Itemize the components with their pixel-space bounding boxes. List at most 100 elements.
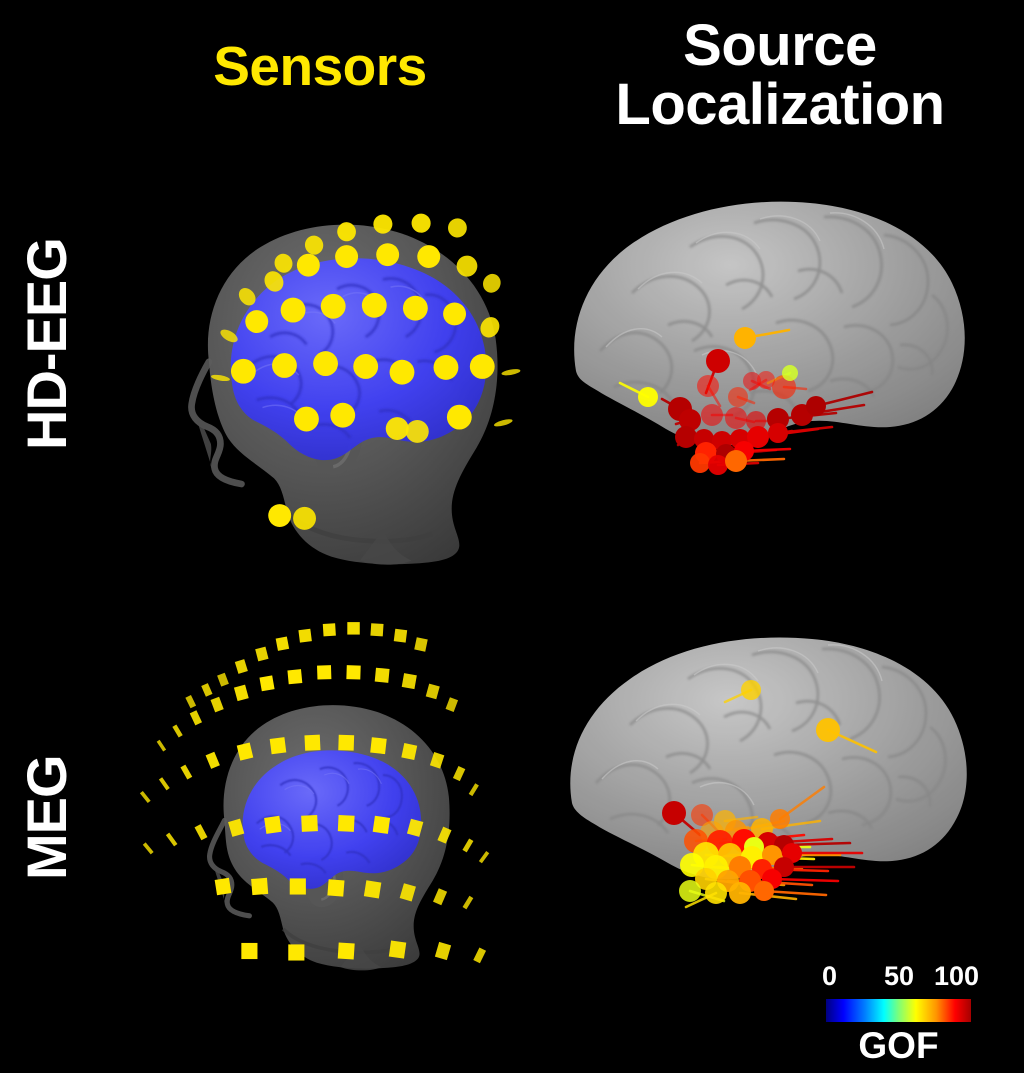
dipole-marker bbox=[705, 882, 727, 904]
eeg-electrode bbox=[245, 310, 269, 334]
eeg-electrode bbox=[304, 235, 324, 255]
meg-sensor bbox=[185, 695, 197, 709]
column-header-sensors: Sensors bbox=[213, 35, 427, 97]
dipole-marker bbox=[770, 809, 790, 829]
meg-sensor bbox=[201, 683, 213, 697]
meg-sensor bbox=[406, 818, 424, 837]
column-header-source-localization: Source Localization bbox=[615, 13, 945, 138]
eeg-electrode bbox=[274, 253, 293, 273]
eeg-electrode bbox=[353, 354, 379, 379]
meg-sensor bbox=[473, 947, 487, 964]
eeg-electrode bbox=[268, 504, 292, 527]
sensor-array-hdeeg bbox=[211, 213, 521, 530]
eeg-electrode bbox=[293, 506, 316, 530]
meg-sensor bbox=[236, 742, 254, 761]
dipole-marker bbox=[728, 387, 748, 407]
meg-sensor bbox=[259, 675, 275, 692]
eeg-electrode bbox=[405, 419, 429, 443]
meg-sensor bbox=[301, 814, 318, 832]
meg-sensor bbox=[393, 628, 408, 643]
meg-sensor bbox=[338, 734, 355, 751]
eeg-electrode bbox=[482, 273, 501, 293]
meg-sensor bbox=[180, 764, 193, 780]
meg-sensor bbox=[462, 895, 474, 910]
meg-sensor bbox=[289, 878, 306, 895]
meg-sensor bbox=[214, 877, 232, 896]
eeg-electrode bbox=[238, 288, 256, 306]
meg-sensor bbox=[189, 710, 203, 726]
dipole-marker bbox=[768, 423, 788, 443]
meg-sensor bbox=[264, 815, 282, 834]
eeg-electrode bbox=[411, 213, 431, 233]
meg-sensor bbox=[233, 684, 249, 702]
meg-sensor bbox=[269, 737, 287, 755]
meg-sensor bbox=[425, 683, 440, 700]
meg-sensor bbox=[327, 879, 345, 897]
meg-sensor bbox=[298, 628, 312, 643]
eeg-electrode bbox=[294, 406, 319, 432]
panel-hdeeg-source bbox=[540, 175, 980, 515]
eeg-electrode bbox=[361, 292, 387, 318]
meg-sensor bbox=[255, 646, 269, 662]
dipole-marker bbox=[741, 680, 761, 700]
eeg-electrode bbox=[469, 354, 495, 379]
meg-sensor bbox=[275, 636, 290, 651]
colorbar-tick-0: 0 bbox=[822, 961, 838, 991]
eeg-electrode bbox=[389, 359, 415, 385]
dipole-cluster-hdeeg bbox=[618, 327, 874, 475]
eeg-electrode bbox=[296, 253, 320, 277]
meg-sensor bbox=[304, 734, 321, 751]
dipole-marker bbox=[806, 396, 826, 416]
eeg-electrode bbox=[320, 293, 346, 319]
dipole-marker bbox=[662, 801, 686, 825]
meg-sensor bbox=[217, 672, 229, 687]
meg-sensor bbox=[401, 743, 418, 761]
dipole-marker bbox=[747, 426, 769, 448]
meg-sensor bbox=[234, 659, 248, 674]
meg-sensor bbox=[210, 696, 224, 713]
meg-sensor bbox=[228, 818, 245, 837]
panel-meg-sensors bbox=[86, 555, 536, 995]
colorbar-gof: 0 50 100 GOF bbox=[806, 963, 996, 1071]
meg-sensor bbox=[346, 665, 361, 680]
colorbar-gradient-bar bbox=[826, 999, 971, 1022]
panel-meg-source bbox=[540, 615, 980, 945]
meg-sensor bbox=[139, 790, 151, 804]
meg-sensor bbox=[433, 888, 448, 906]
meg-sensor bbox=[462, 838, 474, 853]
meg-sensor bbox=[142, 842, 154, 855]
eeg-electrode bbox=[272, 353, 297, 378]
meg-sensor bbox=[322, 623, 336, 637]
row-label-meg: MEG bbox=[15, 755, 78, 880]
meg-sensor bbox=[445, 697, 459, 712]
dipole-orientation-tail bbox=[762, 889, 828, 897]
dipole-marker bbox=[782, 365, 798, 381]
row-label-hd-eeg: HD-EEG bbox=[15, 238, 78, 450]
eeg-electrode bbox=[220, 329, 238, 343]
meg-sensor bbox=[165, 832, 178, 847]
dipole-marker bbox=[767, 408, 789, 430]
cortical-surface-hdeeg bbox=[574, 201, 965, 446]
dipole-marker bbox=[638, 387, 658, 407]
dipole-marker bbox=[680, 853, 704, 877]
dipole-marker bbox=[725, 407, 747, 429]
meg-sensor bbox=[434, 941, 452, 961]
brain-surface-blue-meg bbox=[242, 750, 422, 889]
meg-sensor bbox=[251, 877, 269, 896]
meg-sensor bbox=[156, 739, 167, 752]
dipole-marker bbox=[690, 453, 710, 473]
dipole-marker bbox=[729, 882, 751, 904]
meg-sensor bbox=[241, 942, 258, 960]
meg-sensor bbox=[194, 824, 208, 841]
eeg-electrode bbox=[494, 419, 513, 427]
colorbar-axis-label: GOF bbox=[858, 1025, 939, 1066]
colorbar-tick-50: 50 bbox=[884, 961, 915, 991]
dipole-marker bbox=[725, 450, 747, 472]
eeg-electrode bbox=[264, 271, 284, 292]
panel-hdeeg-sensors bbox=[96, 140, 536, 570]
dipole-marker bbox=[743, 372, 761, 390]
meg-sensor bbox=[370, 623, 384, 637]
meg-sensor bbox=[337, 814, 355, 832]
meg-sensor bbox=[347, 622, 360, 635]
